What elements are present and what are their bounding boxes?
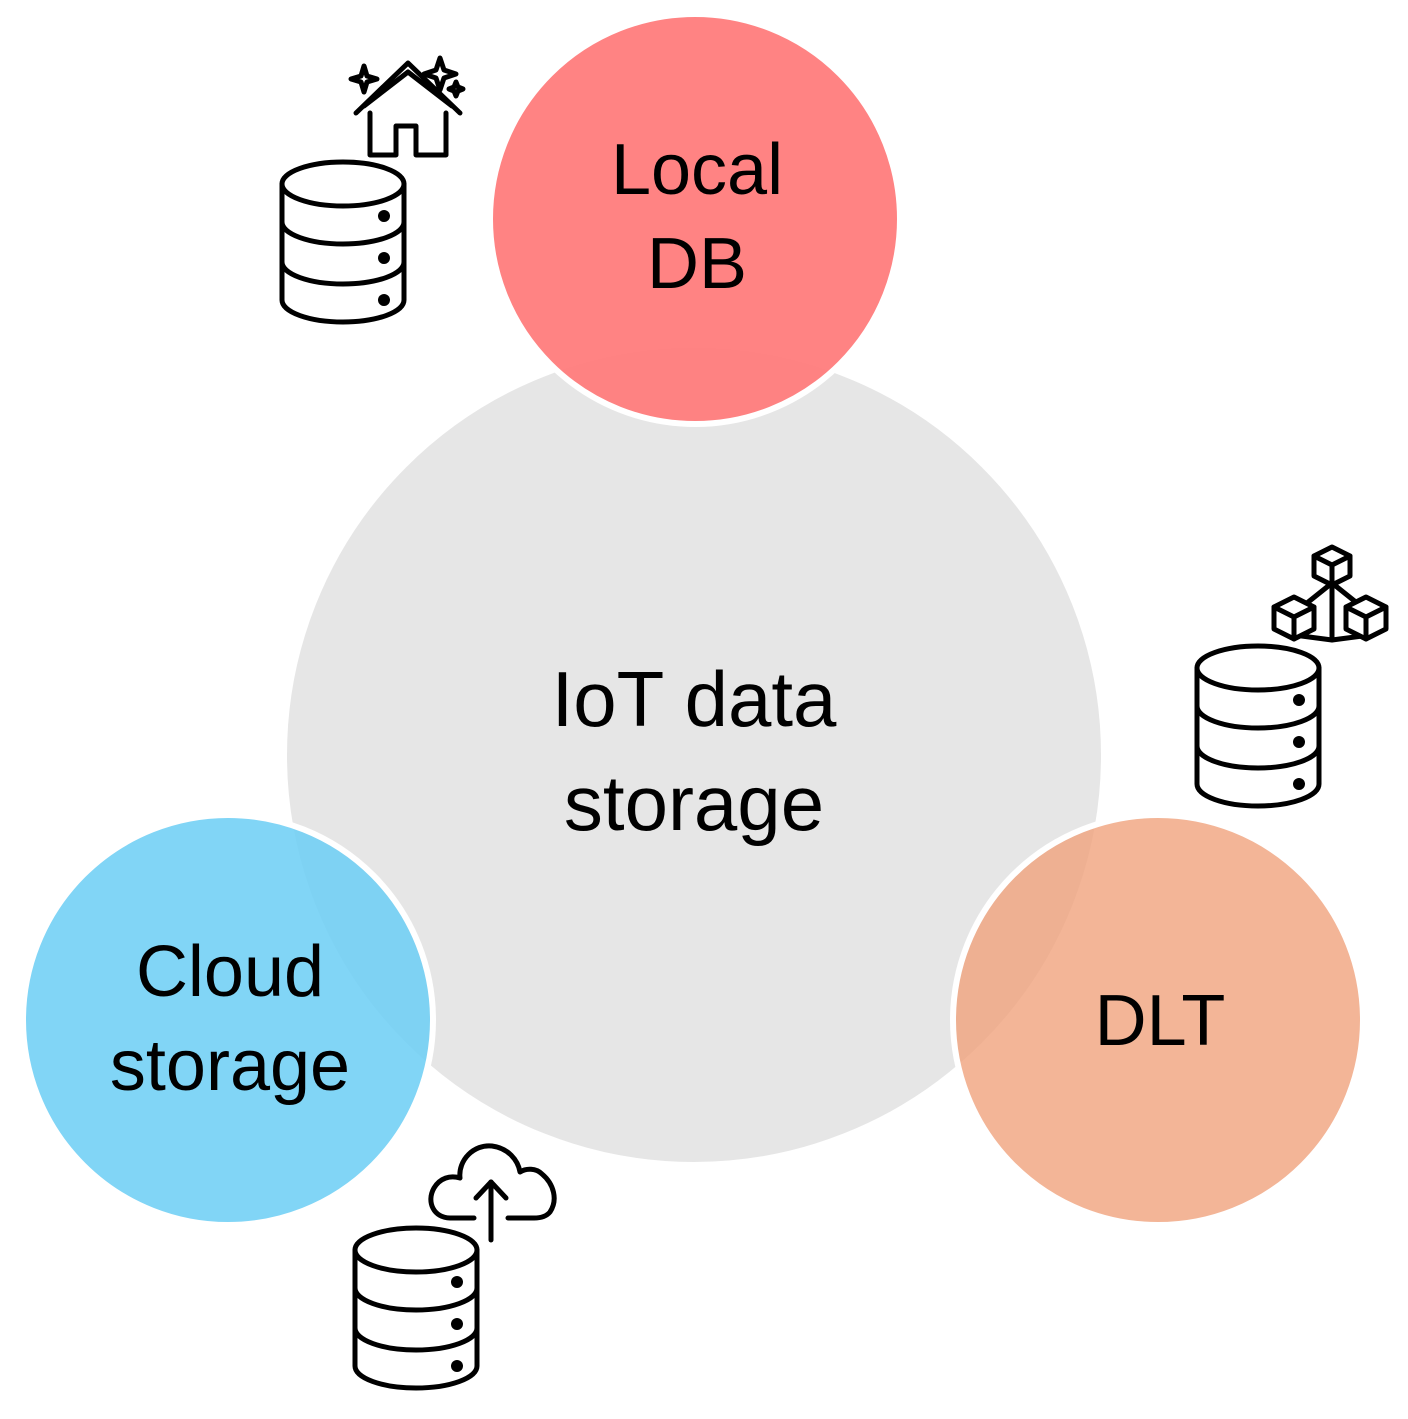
cloud-storage-label-line1: Cloud <box>136 932 324 1012</box>
database-icon <box>279 159 407 325</box>
local-db-label-line1: Local <box>611 130 783 210</box>
node-circle-dlt <box>950 812 1366 1228</box>
blockchain-blocks-icon <box>1271 544 1389 643</box>
center-label-line1: IoT data <box>552 655 837 743</box>
database-icon <box>1194 643 1322 809</box>
cloud-upload-icon <box>428 1143 557 1243</box>
database-icon <box>352 1225 480 1391</box>
node-circle-local-db <box>487 11 903 427</box>
smart-home-icon <box>348 55 466 158</box>
node-circle-cloud-storage <box>20 812 436 1228</box>
local-db-label-line2: DB <box>647 224 747 304</box>
center-label-line2: storage <box>564 759 824 847</box>
dlt-label: DLT <box>1095 981 1226 1061</box>
cloud-storage-label-line2: storage <box>110 1026 350 1106</box>
